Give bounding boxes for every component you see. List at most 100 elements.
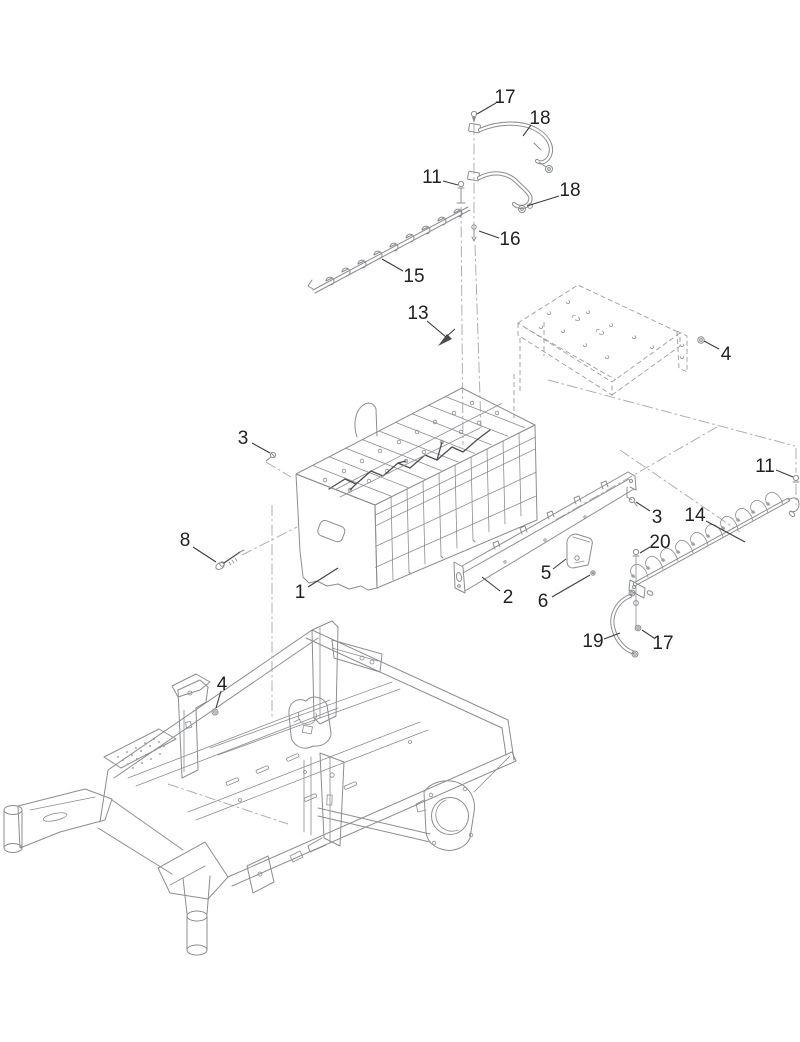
screw-20 xyxy=(632,548,640,627)
wire-harness-14 xyxy=(628,492,800,599)
callout-number: 3 xyxy=(238,428,249,449)
leader-line xyxy=(551,574,591,598)
battery-tray xyxy=(517,284,688,396)
callout-number: 8 xyxy=(180,530,191,551)
callouts: 17 18 11 18 16 15 13 4 xyxy=(180,87,794,709)
callout-11-top: 11 xyxy=(422,167,459,188)
callout-20: 20 xyxy=(639,532,671,554)
battery-pack xyxy=(295,387,538,591)
callout-4-right: 4 xyxy=(703,340,732,365)
bolt-8 xyxy=(215,549,245,570)
callout-number: 1 xyxy=(295,582,306,603)
bolt-4-right xyxy=(697,336,705,344)
callout-16: 16 xyxy=(478,229,521,250)
reference-lines xyxy=(167,124,797,825)
callout-14: 14 xyxy=(684,505,746,543)
screw-17-top xyxy=(470,110,478,123)
callout-number: 13 xyxy=(407,303,428,324)
callout-15: 15 xyxy=(381,258,425,287)
callout-18-upper: 18 xyxy=(522,108,551,137)
callout-number: 19 xyxy=(582,631,603,652)
frame-rails xyxy=(97,629,517,887)
callout-number: 17 xyxy=(652,633,673,654)
frame-caster-pivot-bracket xyxy=(288,696,332,749)
callout-number: 6 xyxy=(538,591,549,612)
leader-line xyxy=(635,501,651,512)
leader-line xyxy=(215,690,222,709)
callout-number: 11 xyxy=(755,456,775,477)
callout-number: 15 xyxy=(403,266,424,287)
callout-17-bottom: 17 xyxy=(641,629,674,654)
callout-3-right: 3 xyxy=(635,501,663,528)
mount-rail-2 xyxy=(453,471,637,594)
callout-number: 17 xyxy=(494,87,515,108)
motor-mount-plate xyxy=(415,780,475,851)
frame-front-corner-post xyxy=(157,841,229,956)
frame-left-arm xyxy=(3,788,113,853)
frame-rear-bracket xyxy=(311,620,383,725)
callout-8: 8 xyxy=(180,530,217,563)
pin-13 xyxy=(438,328,456,346)
frame-left-upright xyxy=(171,673,211,779)
callout-number: 18 xyxy=(559,180,580,201)
callout-1: 1 xyxy=(295,567,339,603)
callout-3-left: 3 xyxy=(238,428,271,454)
leader-line xyxy=(522,124,532,137)
callout-5: 5 xyxy=(541,558,567,584)
battery-wiring-harness xyxy=(328,427,491,498)
callout-number: 18 xyxy=(529,108,550,129)
bracket-5 xyxy=(566,533,593,569)
screw-17-bottom xyxy=(634,624,642,632)
leader-line xyxy=(476,102,497,115)
callout-number: 4 xyxy=(217,674,228,695)
callout-number: 5 xyxy=(541,563,552,584)
leader-line xyxy=(775,469,794,478)
frame-assembly xyxy=(3,620,517,956)
leader-line xyxy=(478,230,500,239)
callout-2: 2 xyxy=(481,576,514,608)
leader-line xyxy=(641,629,655,639)
callout-number: 4 xyxy=(721,344,732,365)
leader-line xyxy=(307,567,339,588)
battery-cable-lower xyxy=(467,170,533,213)
callout-number: 2 xyxy=(503,587,514,608)
leader-line xyxy=(705,520,746,543)
ground-cable-19 xyxy=(610,589,639,658)
screw-16 xyxy=(471,224,477,242)
leader-line xyxy=(526,195,560,207)
callout-18-lower: 18 xyxy=(526,180,581,207)
callout-17-top: 17 xyxy=(476,87,516,115)
bus-bar-15 xyxy=(307,206,471,294)
frame-perforated-plate xyxy=(103,728,177,769)
screw-6 xyxy=(590,570,596,576)
screw-3-right xyxy=(628,496,638,507)
leader-line xyxy=(426,320,447,338)
leader-line xyxy=(481,576,501,592)
callout-11-right: 11 xyxy=(755,456,794,478)
leader-line xyxy=(442,180,459,186)
battery-cable-upper xyxy=(468,121,554,173)
callout-number: 14 xyxy=(684,505,706,526)
callout-number: 16 xyxy=(499,229,520,250)
leader-line xyxy=(192,546,217,563)
callout-6: 6 xyxy=(538,574,591,612)
screw-11-right xyxy=(792,474,800,483)
callout-number: 11 xyxy=(422,167,442,188)
frame-axle-tube xyxy=(317,807,431,843)
screw-11-top xyxy=(456,180,466,204)
callout-19: 19 xyxy=(582,631,621,652)
leader-line xyxy=(639,546,651,554)
callout-13: 13 xyxy=(407,303,447,338)
callout-number: 3 xyxy=(652,507,663,528)
bolt-4-left xyxy=(211,708,219,716)
callout-number: 20 xyxy=(649,532,670,553)
leader-line xyxy=(552,558,567,570)
leader-line xyxy=(251,442,271,454)
screw-3-left xyxy=(265,451,277,462)
callout-4-left: 4 xyxy=(215,674,228,709)
frame-right-upright xyxy=(303,752,345,853)
leader-line xyxy=(603,632,621,640)
frame-deck-details xyxy=(225,740,412,894)
